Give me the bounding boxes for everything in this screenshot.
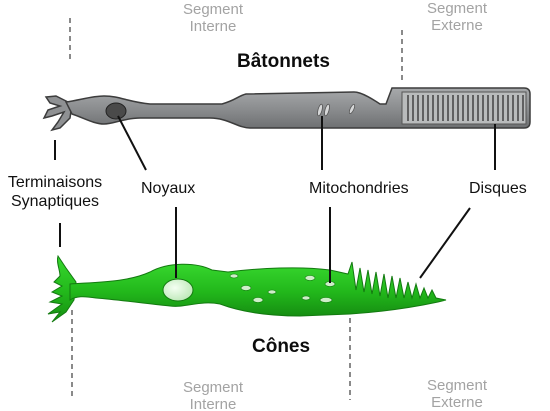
rod-synaptic-branches	[42, 95, 73, 132]
segment-bottom-internal-line1: Segment	[182, 379, 244, 396]
segment-top-internal-line1: Segment	[182, 1, 244, 18]
rod-mitochondria	[317, 103, 356, 117]
leader-lines	[54, 115, 496, 283]
label-nuclei: Noyaux	[141, 180, 196, 197]
segment-bottom-internal-line2: Interne	[189, 396, 237, 411]
cone-body	[69, 261, 447, 317]
segment-top-internal-line2: Interne	[189, 18, 237, 35]
label-synaptic-terminals: Terminaisons Synaptiques	[3, 173, 107, 211]
segment-label-bottom-internal: Segment Interne	[158, 379, 268, 411]
cone-synaptic-terminal	[47, 254, 77, 323]
label-mitochondria: Mitochondries	[309, 180, 409, 197]
label-synaptic-line1: Terminaisons	[7, 174, 103, 191]
segment-label-top-external: Segment Externe	[402, 0, 512, 34]
rod-discs	[407, 95, 524, 121]
cone-nucleus	[162, 278, 194, 302]
cone-cell	[47, 254, 447, 323]
segment-top-external-line1: Segment	[426, 0, 488, 17]
segment-bottom-external-line1: Segment	[426, 377, 488, 394]
segment-label-top-internal: Segment Interne	[158, 1, 268, 35]
rods-title: Bâtonnets	[237, 51, 330, 72]
leader-nucleus-rod	[117, 115, 147, 171]
cones-title: Cônes	[252, 336, 311, 357]
segment-bottom-external-line2: Externe	[431, 394, 483, 411]
leader-discs-cone	[419, 207, 471, 279]
label-discs: Disques	[469, 180, 527, 197]
segment-top-external-line2: Externe	[431, 17, 483, 34]
segment-label-bottom-external: Segment Externe	[402, 377, 512, 411]
rod-nucleus	[105, 102, 127, 120]
rod-cell	[42, 87, 531, 132]
cone-mitochondria	[229, 273, 336, 303]
segment-separators	[69, 18, 403, 400]
label-synaptic-line2: Synaptiques	[10, 193, 100, 210]
